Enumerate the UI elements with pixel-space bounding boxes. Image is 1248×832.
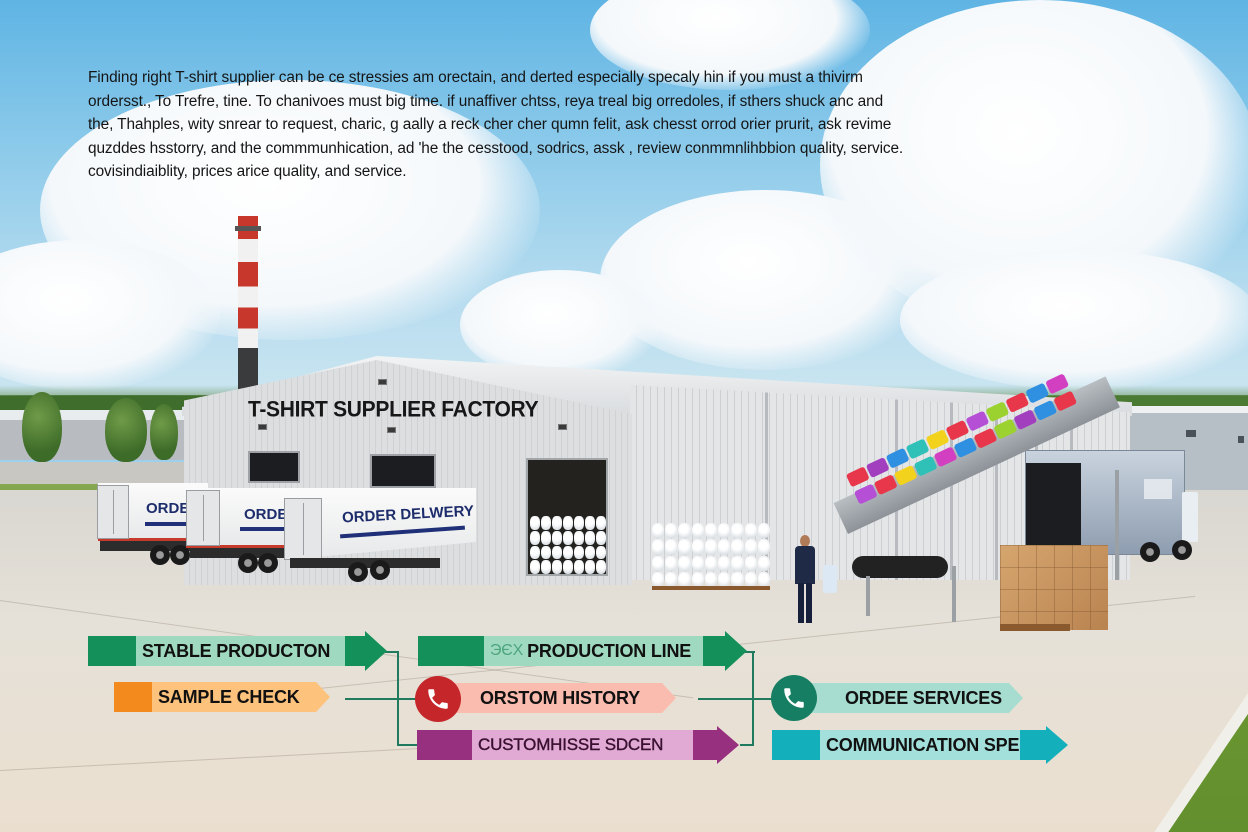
phone-icon: [771, 675, 817, 721]
loading-dock-window: [370, 454, 436, 488]
cloud: [900, 250, 1248, 390]
chimney: [238, 216, 258, 392]
flow-item-stable-production: STABLE PRODUCTON: [88, 631, 387, 671]
flow-item-ordee-services: ORDEE SERVICES: [793, 683, 1023, 713]
wall-lamp: [387, 427, 396, 433]
intro-line: the, Thahples, wity snrear to request, c…: [88, 116, 892, 134]
wall-lamp: [558, 424, 567, 430]
tree: [22, 392, 62, 462]
connector-line: [698, 698, 772, 700]
connector-line: [743, 651, 755, 653]
flow-item-production-line: ЭЄX PRODUCTION LINE: [418, 631, 747, 671]
conveyor-leg: [1115, 470, 1119, 580]
intro-line: Finding right T-shirt supplier can be ce…: [88, 69, 863, 86]
open-loading-dock: [526, 458, 608, 576]
cloud: [0, 240, 220, 390]
conveyor-leg: [866, 576, 870, 616]
flow-item-sample-check: SAMPLE CHECK: [114, 682, 330, 712]
flow-item-customhise-sdcen: CUSTOMHISSE SDCEN: [417, 726, 739, 764]
truck-wheel: [1172, 540, 1192, 560]
conveyor-roller: [852, 556, 948, 578]
arrow-right-icon: [693, 726, 739, 764]
person-inspecting-shirt: [795, 535, 815, 625]
truck-wheel: [1140, 542, 1160, 562]
loading-dock-window: [248, 451, 300, 483]
wall-lamp: [378, 379, 387, 385]
chimney-platform: [235, 226, 261, 231]
flow-item-communication-speed: COMMUNICATION SPEED: [772, 726, 1068, 764]
connector-line: [383, 651, 399, 653]
arrow-right-icon: [345, 631, 387, 671]
factory-sign: T-SHIRT SUPPLIER FACTORY: [248, 397, 539, 422]
arrow-right-icon: [703, 631, 747, 671]
phone-icon: [415, 676, 461, 722]
arrow-right-icon: [1020, 726, 1068, 764]
intro-line: covisindiaiblity, prices arice quality, …: [88, 163, 407, 181]
connector-line: [345, 698, 417, 700]
intro-line: quzddes hsstorry, and the commmunhicatio…: [88, 139, 904, 157]
fabric-roll-pallet: [652, 523, 770, 591]
cardboard-box-pallet: [1000, 545, 1108, 630]
connector-line: [397, 744, 419, 746]
delivery-truck: [1025, 450, 1185, 555]
garbled-prefix: ЭЄX: [490, 642, 524, 659]
intro-line: ordersst., To Trefre, tine. To chanivoes…: [88, 92, 884, 110]
truck-cab: [1182, 492, 1198, 542]
tree: [150, 404, 178, 460]
connector-line: [740, 744, 754, 746]
tree: [105, 398, 147, 462]
flow-item-orstom-history: ORSTOM HISTORY: [436, 683, 676, 713]
cloud: [460, 270, 660, 380]
intro-paragraph: Finding right T-shirt supplier can be ce…: [88, 66, 1148, 184]
t-shirt-sample: [823, 565, 837, 593]
wooden-pallet: [1000, 624, 1070, 631]
wall-lamp: [258, 424, 267, 430]
trailer-label: ORDEE: [244, 506, 294, 523]
conveyor-leg: [952, 566, 956, 622]
